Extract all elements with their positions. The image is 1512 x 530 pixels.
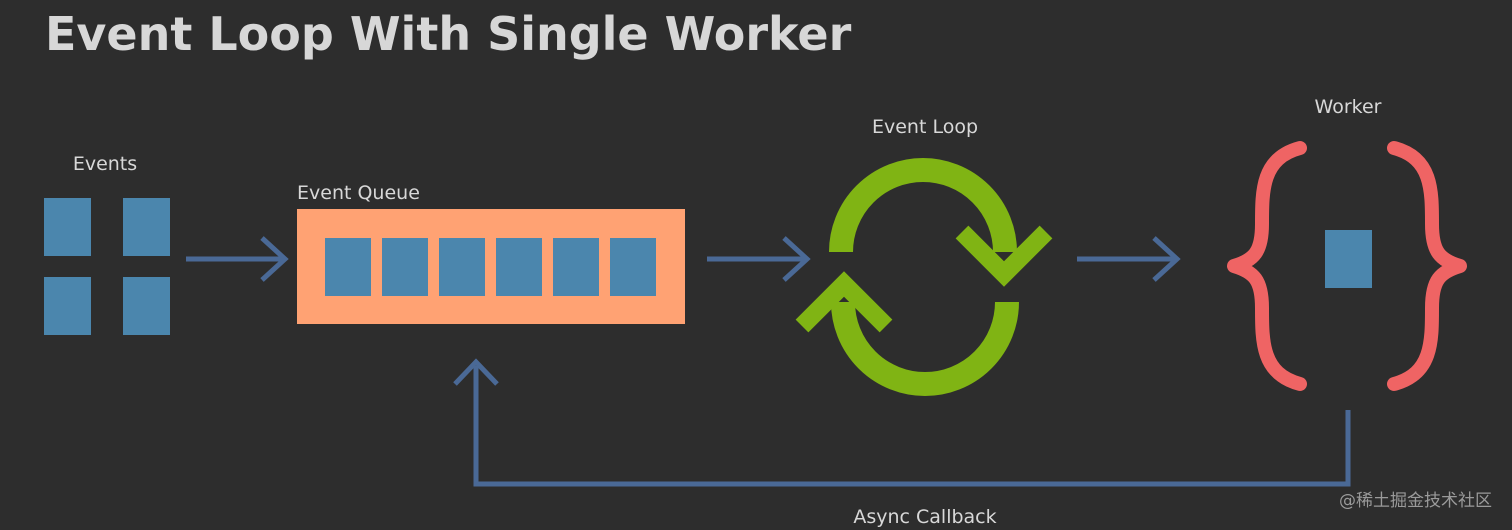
arrow-events-to-queue — [186, 236, 289, 282]
loop-arc-bottom — [831, 301, 1019, 396]
worker-task-block — [1325, 230, 1372, 288]
callback-path — [473, 366, 1351, 487]
async-callback-label: Async Callback — [853, 506, 996, 528]
queue-item — [382, 238, 428, 296]
arrow-loop-to-worker — [1077, 236, 1181, 282]
loop-arc-top — [829, 158, 1017, 253]
arrow-queue-to-loop — [707, 236, 811, 282]
event-block — [123, 277, 170, 335]
arrow-up-icon — [453, 358, 499, 386]
curly-braces-icon — [1227, 141, 1467, 391]
loop-arrowhead-down — [955, 225, 1053, 287]
worker-label: Worker — [1315, 96, 1382, 118]
queue-item — [553, 238, 599, 296]
event-queue-group: Event Queue — [297, 182, 685, 324]
arrow-right-icon — [260, 236, 289, 282]
right-brace — [1387, 141, 1467, 391]
event-loop-label: Event Loop — [872, 116, 978, 138]
async-callback-arrow — [453, 358, 1351, 487]
arrow-right-icon — [782, 236, 811, 282]
diagram-title: Event Loop With Single Worker — [45, 7, 852, 61]
queue-item — [439, 238, 485, 296]
event-loop-group: Event Loop — [795, 116, 1053, 396]
worker-group: Worker — [1227, 96, 1467, 391]
event-block — [44, 198, 91, 256]
events-group: Events — [44, 153, 170, 335]
queue-item — [496, 238, 542, 296]
queue-item — [610, 238, 656, 296]
event-block — [123, 198, 170, 256]
loop-arrowhead-up — [795, 271, 893, 333]
event-block — [44, 277, 91, 335]
cycle-arrows-icon — [795, 158, 1053, 396]
arrow-right-icon — [1152, 236, 1181, 282]
event-queue-label: Event Queue — [297, 182, 420, 204]
queue-item — [325, 238, 371, 296]
events-label: Events — [73, 153, 137, 175]
watermark-text: @稀土掘金技术社区 — [1339, 491, 1492, 511]
left-brace — [1227, 141, 1307, 391]
